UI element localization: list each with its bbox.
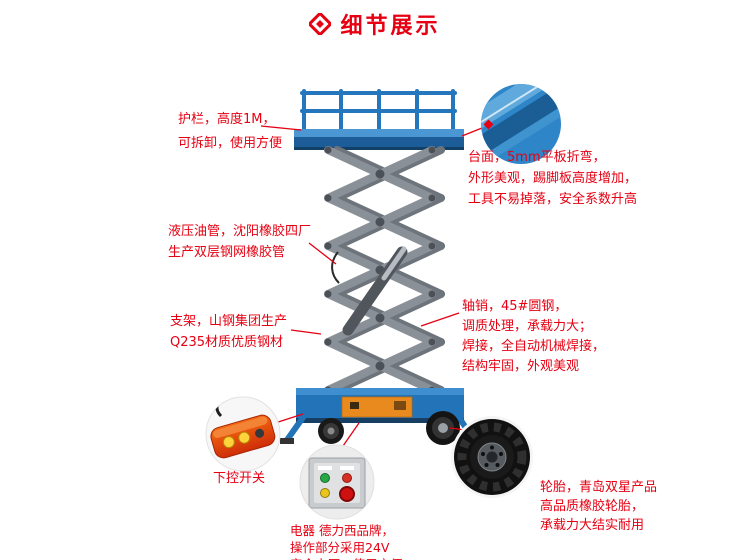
lift-platform-deck [294, 129, 464, 150]
note-line: 轴销，45#圆钢， [462, 299, 568, 314]
lift-base [296, 388, 464, 423]
leader-guardrail [260, 125, 302, 131]
note-guardrail: 护栏，高度1M， 可拆卸，使用方便 [178, 108, 282, 156]
note-line: 外形美观，踢脚板高度增加， [468, 171, 638, 186]
hydraulic-hose [331, 251, 340, 284]
note-line: 焊接，全自动机械焊接， [462, 339, 606, 354]
title-text: 细节展示 [340, 14, 441, 39]
note-line: Q235材质优质钢材 [170, 335, 284, 350]
note-line: 电器 德力西品牌， [290, 523, 394, 538]
leader-axle [420, 312, 460, 327]
note-remote: 下控开关 [213, 468, 265, 489]
leader-hydraulic [308, 242, 337, 265]
note-line: 下控开关 [213, 471, 266, 486]
leader-platform [461, 127, 483, 137]
note-line: 操作部分采用24V [290, 540, 390, 555]
tire-photo [451, 416, 533, 498]
page-title: 细节展示 [0, 8, 750, 40]
note-line: 生产双层钢网橡胶管 [168, 245, 286, 260]
lift-scissor-arms [324, 146, 445, 394]
note-line: 调质处理，承载力大； [462, 319, 593, 334]
note-line: 结构牢固，外观美观 [462, 359, 580, 374]
note-line: 工具不易掉落，安全系数升高 [468, 192, 638, 207]
lift-hydraulic-cylinder [331, 246, 408, 336]
note-hydraulic: 液压油管，沈阳橡胶四厂 生产双层钢网橡胶管 [168, 221, 311, 263]
remote-control-photo [205, 396, 281, 472]
lift-wheel-left [318, 418, 344, 444]
lift-wheel-right [426, 411, 460, 445]
note-line: 支架，山钢集团生产 [170, 314, 288, 329]
control-box-photo [299, 444, 375, 520]
note-line: 轮胎，青岛双星产品 [540, 480, 658, 495]
tire-bolts [481, 445, 503, 467]
note-line: 液压油管，沈阳橡胶四厂 [168, 224, 312, 239]
leader-electric [342, 422, 360, 447]
note-electric: 电器 德力西品牌， 操作部分采用24V 安全电压，使用方便 [290, 522, 403, 560]
note-line: 可拆卸，使用方便 [178, 136, 283, 151]
leader-support [290, 329, 322, 335]
note-line: 高品质橡胶轮胎， [540, 499, 645, 514]
note-line: 护栏，高度1M， [178, 112, 276, 127]
note-line: 承载力大结实耐用 [540, 518, 645, 533]
note-line: 安全电压，使用方便 [290, 556, 403, 560]
note-line: 台面，5mm平板折弯， [468, 150, 606, 165]
note-tire: 轮胎，青岛双星产品 高品质橡胶轮胎， 承载力大结实耐用 [540, 478, 657, 535]
diamond-icon [309, 13, 332, 35]
note-axle: 轴销，45#圆钢， 调质处理，承载力大； 焊接，全自动机械焊接， 结构牢固，外观… [462, 297, 605, 377]
lift-guardrail-icon [300, 89, 457, 133]
lift-axle-pins [324, 146, 436, 394]
lift [280, 89, 482, 445]
platform-edge-photo [481, 84, 561, 164]
note-platform: 台面，5mm平板折弯， 外形美观，踢脚板高度增加， 工具不易掉落，安全系数升高 [468, 147, 637, 210]
note-support: 支架，山钢集团生产 Q235材质优质钢材 [170, 311, 287, 353]
